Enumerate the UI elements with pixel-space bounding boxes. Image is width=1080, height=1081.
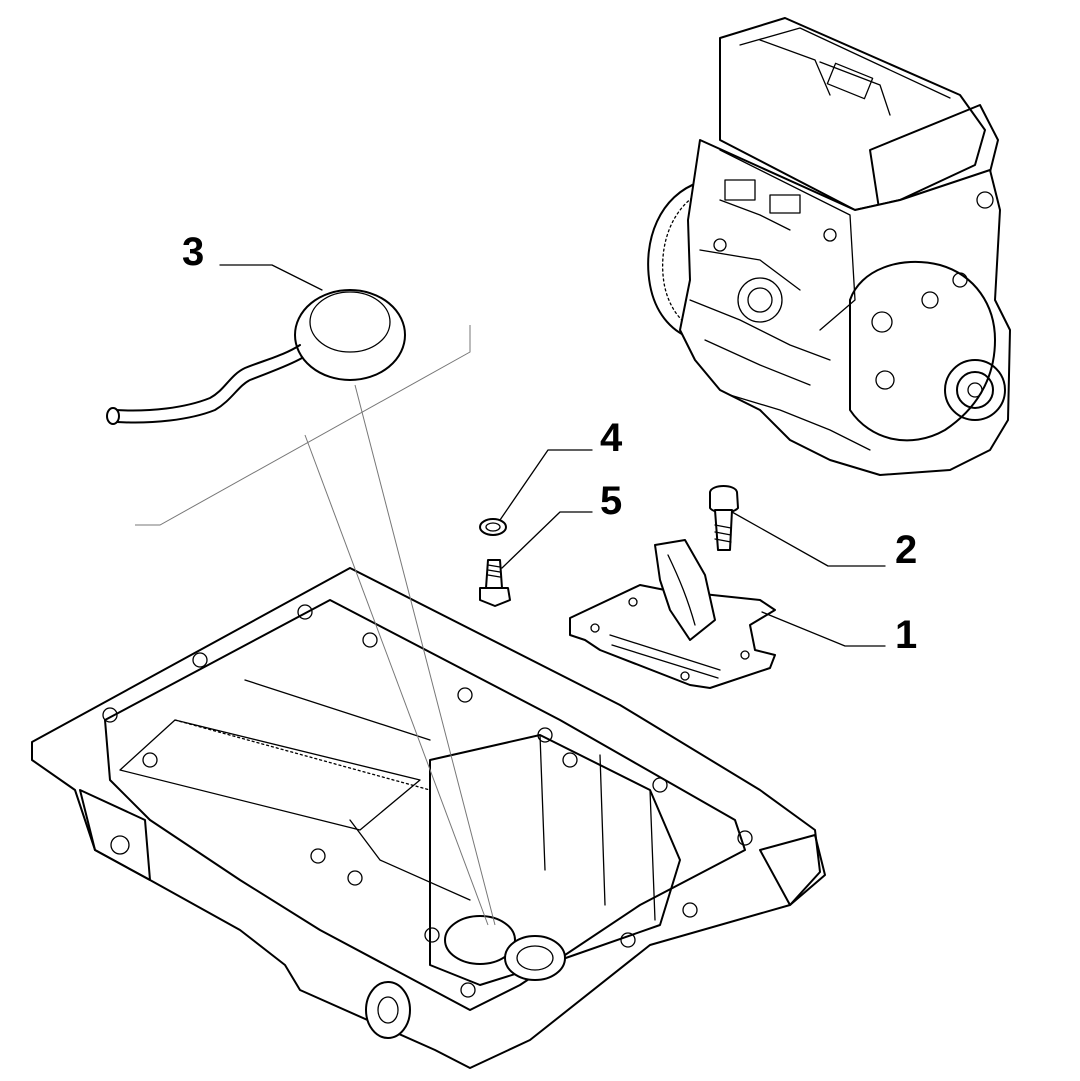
crankshaft-pulley	[944, 359, 1006, 421]
leader-1	[761, 611, 886, 647]
bolt-5-shank	[485, 559, 503, 589]
flywheel-teeth	[662, 189, 706, 331]
projection-bracket	[135, 325, 471, 526]
engine-block	[679, 139, 1011, 476]
bolt-5-head	[479, 587, 511, 607]
leader-3	[219, 264, 323, 291]
bolt-2-shank	[714, 509, 733, 551]
callout-5: 5	[600, 479, 623, 523]
washer-outer	[479, 518, 507, 536]
pan-mount-right	[759, 834, 826, 906]
projection-line-left	[304, 434, 489, 926]
strainer-body	[294, 289, 406, 381]
callout-4: 4	[600, 416, 623, 460]
callout-2: 2	[895, 528, 918, 572]
pan-mount-left	[79, 789, 151, 881]
part-5-bolt	[479, 559, 511, 607]
pickup-tube-top	[114, 344, 301, 412]
part-4-washer	[479, 518, 507, 536]
pickup-tube-bottom	[116, 357, 303, 424]
leader-4	[499, 449, 593, 521]
projection-line-right	[354, 384, 496, 926]
oil-filter-housing	[737, 277, 783, 323]
bolt-2-head	[709, 485, 739, 514]
timing-cover	[849, 260, 996, 442]
oil-pan-inner-rim	[104, 599, 746, 1011]
valve-cover	[719, 17, 986, 211]
valve-cover-ridge	[739, 27, 951, 99]
baffle-deflector	[654, 539, 716, 641]
leader-5	[501, 511, 593, 569]
leader-2	[731, 511, 886, 567]
oil-filler-cap	[826, 62, 874, 100]
projection-lines	[135, 325, 496, 926]
leader-lines	[219, 264, 886, 647]
pan-mount-front	[365, 981, 411, 1039]
part-2-bolt	[709, 485, 739, 551]
pickup-tube-end	[106, 407, 120, 425]
callout-3: 3	[182, 230, 205, 274]
flywheel-outline	[647, 181, 701, 339]
part-1-baffle-plate	[569, 539, 776, 689]
engine-assembly	[647, 17, 1011, 476]
oil-pan-sump-well	[429, 734, 681, 986]
callout-1: 1	[895, 613, 918, 657]
drain-boss	[444, 915, 516, 965]
part-3-oil-strainer	[106, 289, 406, 425]
oil-pan-channel	[119, 719, 421, 831]
oil-pan	[31, 567, 826, 1069]
